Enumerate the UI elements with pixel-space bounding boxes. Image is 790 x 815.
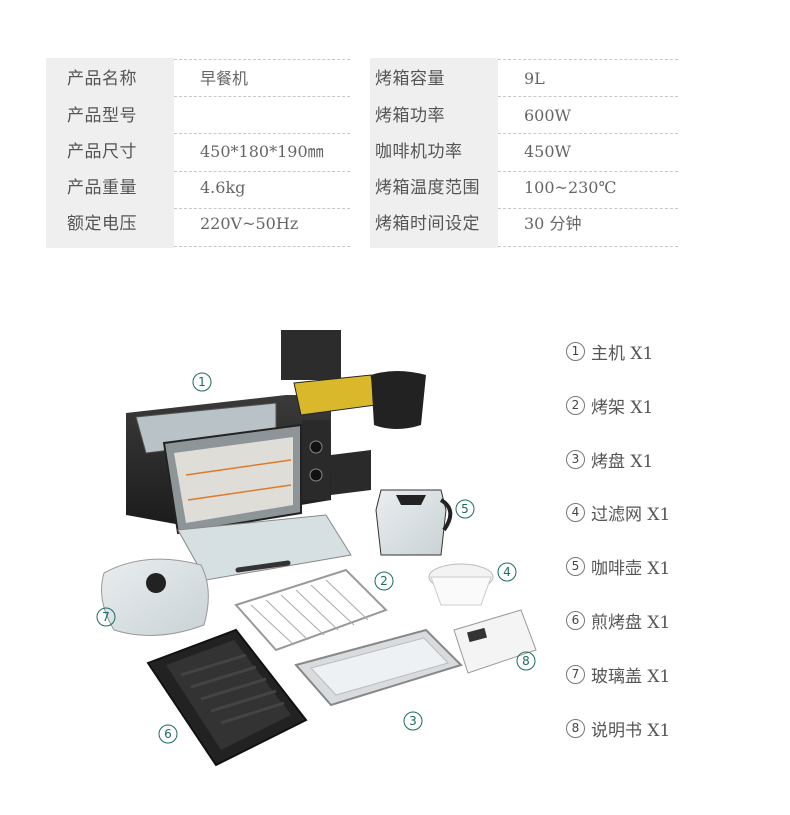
baking-tray xyxy=(294,628,463,707)
legend-number: 1 xyxy=(566,341,585,361)
spec-label: 烤箱温度范围 xyxy=(375,178,480,198)
svg-text:1: 1 xyxy=(198,375,206,389)
svg-text:6: 6 xyxy=(164,727,172,741)
svg-text:2: 2 xyxy=(380,574,388,588)
spec-value: 30 分钟 xyxy=(524,214,582,233)
spec-value: 100~230℃ xyxy=(524,178,617,197)
spec-value: 450W xyxy=(524,142,571,161)
right-label-column xyxy=(370,58,498,248)
legend-text: 咖啡壶 X1 xyxy=(591,558,671,579)
legend-number: 6 xyxy=(566,610,585,630)
filter-basket xyxy=(428,563,494,606)
row-divider xyxy=(174,208,350,209)
legend-item: 7 玻璃盖 X1 xyxy=(566,661,670,687)
legend-item: 3 烤盘 X1 xyxy=(566,446,653,472)
spec-label: 咖啡机功率 xyxy=(375,142,463,162)
callout-5: 5 xyxy=(455,499,475,519)
callout-1: 1 xyxy=(192,372,212,392)
legend-number: 7 xyxy=(566,664,585,684)
row-divider xyxy=(498,133,678,134)
manual-booklet xyxy=(453,609,537,674)
svg-text:8: 8 xyxy=(522,654,530,668)
row-divider xyxy=(174,246,350,247)
spec-label: 产品名称 xyxy=(67,69,137,89)
legend-number: 5 xyxy=(566,556,585,576)
legend-item: 2 烤架 X1 xyxy=(566,392,653,418)
row-divider xyxy=(498,96,678,97)
legend-text: 煎烤盘 X1 xyxy=(591,612,671,633)
callout-3: 3 xyxy=(403,711,423,731)
legend-number: 4 xyxy=(566,502,585,522)
row-divider xyxy=(174,96,350,97)
glass-lid xyxy=(101,558,209,636)
main-unit xyxy=(126,330,426,581)
callout-4: 4 xyxy=(497,562,517,582)
spec-label: 额定电压 xyxy=(67,214,137,234)
svg-text:7: 7 xyxy=(102,610,110,624)
product-photo: 1 2 3 4 5 6 7 8 xyxy=(96,330,537,767)
spec-label: 烤箱时间设定 xyxy=(375,214,480,234)
spec-label: 产品型号 xyxy=(67,106,137,126)
spec-value: 4.6kg xyxy=(200,178,246,197)
legend-text: 主机 X1 xyxy=(591,343,654,364)
row-divider xyxy=(174,171,350,172)
spec-label: 烤箱功率 xyxy=(375,106,445,126)
coffee-pot xyxy=(375,489,453,556)
spec-label: 产品重量 xyxy=(67,178,137,198)
legend-number: 8 xyxy=(566,718,585,738)
legend-item: 5 咖啡壶 X1 xyxy=(566,553,670,579)
row-divider xyxy=(174,59,350,60)
legend-text: 烤架 X1 xyxy=(591,397,654,418)
spec-label: 烤箱容量 xyxy=(375,69,445,89)
row-divider xyxy=(498,171,678,172)
spec-label: 产品尺寸 xyxy=(67,142,137,162)
legend-number: 3 xyxy=(566,449,585,469)
legend-text: 说明书 X1 xyxy=(591,720,671,741)
callout-6: 6 xyxy=(158,724,178,744)
row-divider xyxy=(498,208,678,209)
spec-value: 早餐机 xyxy=(200,69,249,88)
svg-text:3: 3 xyxy=(409,714,417,728)
wire-rack xyxy=(234,568,388,652)
grill-pan xyxy=(146,628,308,767)
callout-8: 8 xyxy=(516,651,536,671)
row-divider xyxy=(498,59,678,60)
legend-item: 8 说明书 X1 xyxy=(566,715,670,741)
spec-value: 450*180*190㎜ xyxy=(200,142,324,161)
spec-table: 产品名称 早餐机 产品型号 产品尺寸 450*180*190㎜ 产品重量 4.6… xyxy=(46,58,678,248)
spec-value: 9L xyxy=(524,69,545,88)
spec-value: 600W xyxy=(524,106,571,125)
legend-item: 4 过滤网 X1 xyxy=(566,499,670,525)
svg-text:5: 5 xyxy=(461,502,469,516)
svg-text:4: 4 xyxy=(503,565,511,579)
legend-text: 过滤网 X1 xyxy=(591,504,671,525)
legend-item: 1 主机 X1 xyxy=(566,338,653,364)
callout-2: 2 xyxy=(374,571,394,591)
legend-text: 玻璃盖 X1 xyxy=(591,666,671,687)
legend-text: 烤盘 X1 xyxy=(591,451,654,472)
spec-value: 220V~50Hz xyxy=(200,214,299,233)
callout-7: 7 xyxy=(96,607,116,627)
legend-number: 2 xyxy=(566,395,585,415)
row-divider xyxy=(174,133,350,134)
legend-item: 6 煎烤盘 X1 xyxy=(566,607,670,633)
left-label-column xyxy=(46,58,174,248)
row-divider xyxy=(498,246,678,247)
